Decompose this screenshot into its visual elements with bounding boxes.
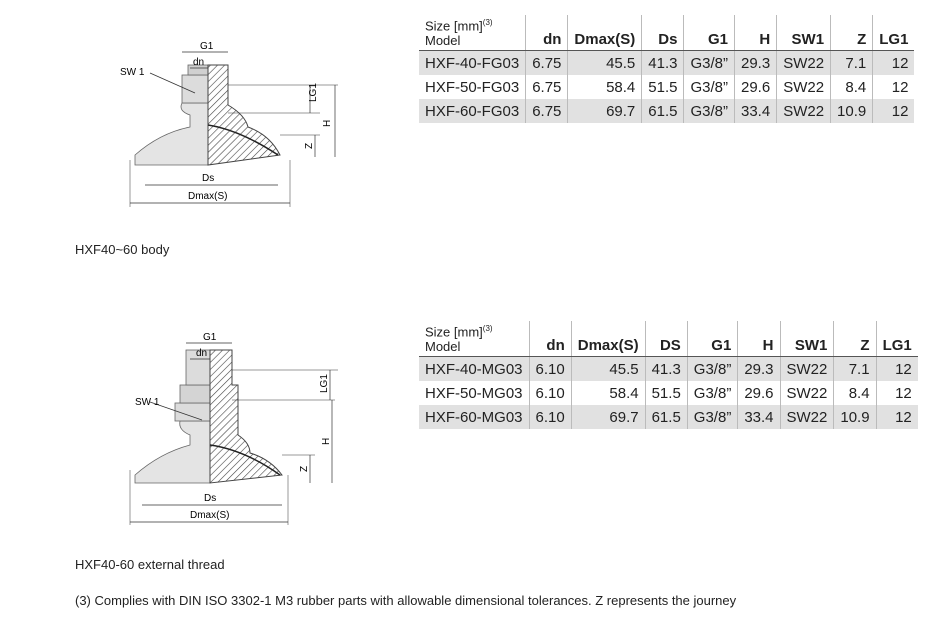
- footnote: (3) Complies with DIN ISO 3302-1 M3 rubb…: [75, 593, 737, 608]
- model-label: Model: [425, 33, 461, 49]
- ds-label: Ds: [202, 173, 214, 184]
- z-label: Z: [299, 466, 310, 472]
- dn-label: dn: [193, 57, 204, 68]
- dn-label: dn: [196, 348, 207, 359]
- col-header: SW1: [779, 321, 834, 358]
- sw1-label: SW 1: [135, 397, 160, 408]
- sw1-label: SW 1: [120, 67, 145, 78]
- table-header-row: Size [mm](3) Model dn Dmax(S) DS G1 H SW…: [419, 321, 918, 358]
- col-header: H: [737, 321, 781, 358]
- col-header: dn: [528, 321, 572, 358]
- table-header-row: Size [mm](3) Model dn Dmax(S) Ds G1 H SW…: [419, 15, 915, 52]
- col-header: SW1: [776, 15, 831, 52]
- col-header: Dmax(S): [570, 321, 646, 358]
- g1-label: G1: [203, 332, 217, 343]
- suction-cup-drawing-external-thread: G1 dn SW 1 LG1 H Z Ds Dmax(S): [129, 332, 338, 525]
- col-header: G1: [686, 321, 738, 358]
- spec-table-body: Size [mm](3) Model dn Dmax(S) Ds G1 H SW…: [419, 15, 915, 124]
- size-footnote-ref: (3): [482, 324, 493, 333]
- spec-table-external-thread: Size [mm](3) Model dn Dmax(S) DS G1 H SW…: [419, 321, 918, 430]
- col-header: H: [733, 15, 777, 52]
- h-label: H: [322, 120, 333, 127]
- g1-label: G1: [200, 41, 214, 52]
- col-header: DS: [644, 321, 688, 358]
- col-header: LG1: [872, 15, 915, 52]
- ds-label: Ds: [204, 493, 216, 504]
- col-header: Z: [833, 321, 877, 358]
- lg1-label: LG1: [319, 374, 330, 393]
- dmax-label: Dmax(S): [188, 191, 227, 202]
- col-header: G1: [683, 15, 735, 52]
- size-label: Size [mm]: [425, 324, 483, 340]
- size-footnote-ref: (3): [482, 18, 493, 27]
- figure2-caption: HXF40-60 external thread: [75, 557, 225, 572]
- col-header: Dmax(S): [567, 15, 642, 52]
- h-label: H: [321, 438, 332, 445]
- col-header: Ds: [641, 15, 684, 52]
- figure1-caption: HXF40~60 body: [75, 242, 170, 257]
- col-header: dn: [525, 15, 568, 52]
- z-label: Z: [304, 143, 315, 149]
- dmax-label: Dmax(S): [190, 510, 229, 521]
- model-label: Model: [425, 339, 461, 355]
- col-header: Z: [830, 15, 873, 52]
- suction-cup-drawing-body: G1 dn SW 1 LG1 H Z Ds Dmax(S): [120, 41, 338, 207]
- size-label: Size [mm]: [425, 18, 483, 34]
- col-header: LG1: [875, 321, 918, 358]
- lg1-label: LG1: [308, 83, 319, 102]
